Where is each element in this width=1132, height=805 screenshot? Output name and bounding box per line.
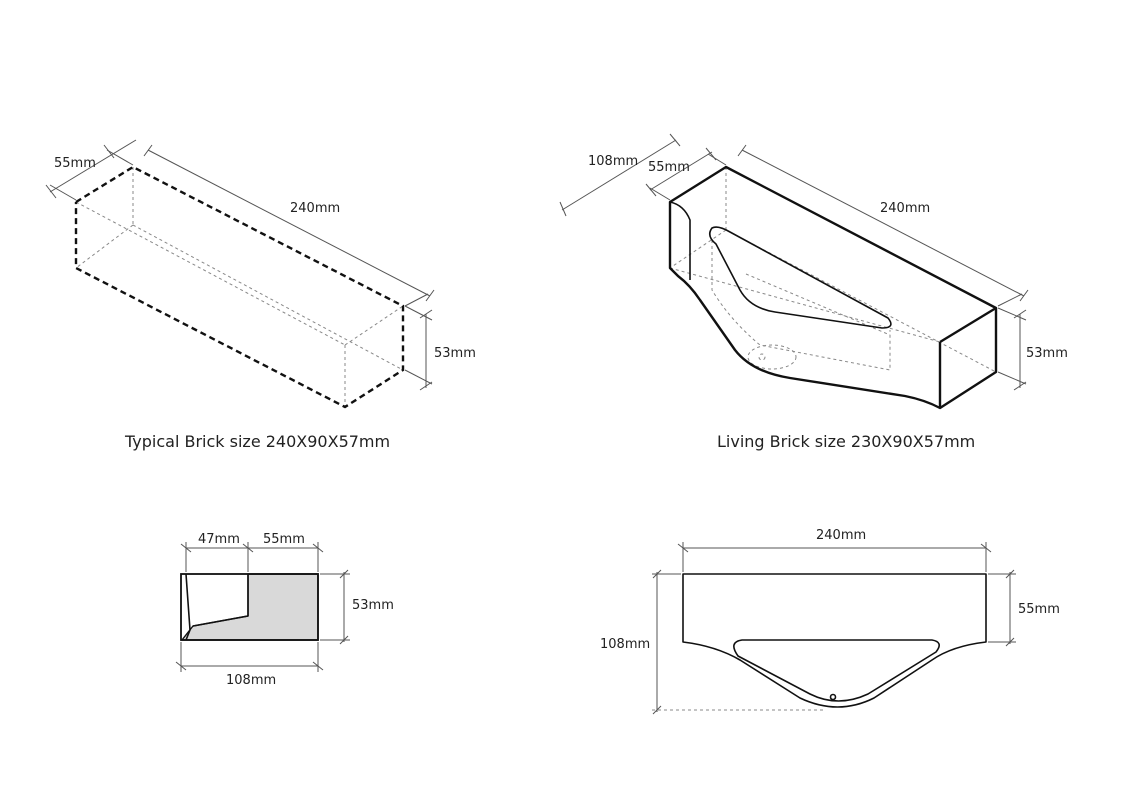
section-width-label: 108mm xyxy=(226,673,276,688)
section-dimensions xyxy=(175,542,350,672)
section-a-label: 47mm xyxy=(198,532,240,547)
typical-length-label: 240mm xyxy=(290,201,340,216)
living-dimensions xyxy=(559,133,1029,391)
living-depth-label: 55mm xyxy=(648,160,690,175)
typical-depth-label: 55mm xyxy=(54,156,96,171)
typical-brick-isometric xyxy=(74,165,405,409)
top-width-label: 108mm xyxy=(600,637,650,652)
typical-dimensions xyxy=(45,139,435,391)
living-length-label: 240mm xyxy=(880,201,930,216)
living-brick-isometric xyxy=(668,165,998,410)
section-height-label: 53mm xyxy=(352,598,394,613)
section-view xyxy=(180,573,319,641)
living-height-label: 53mm xyxy=(1026,346,1068,361)
top-view xyxy=(682,573,987,708)
top-view-dimensions xyxy=(652,542,1016,715)
living-width-label: 108mm xyxy=(588,154,638,169)
typical-brick-caption: Typical Brick size 240X90X57mm xyxy=(124,432,390,451)
top-length-label: 240mm xyxy=(816,528,866,543)
section-b-label: 55mm xyxy=(263,532,305,547)
living-brick-caption: Living Brick size 230X90X57mm xyxy=(717,432,975,451)
typical-height-label: 53mm xyxy=(434,346,476,361)
top-depth-label: 55mm xyxy=(1018,602,1060,617)
